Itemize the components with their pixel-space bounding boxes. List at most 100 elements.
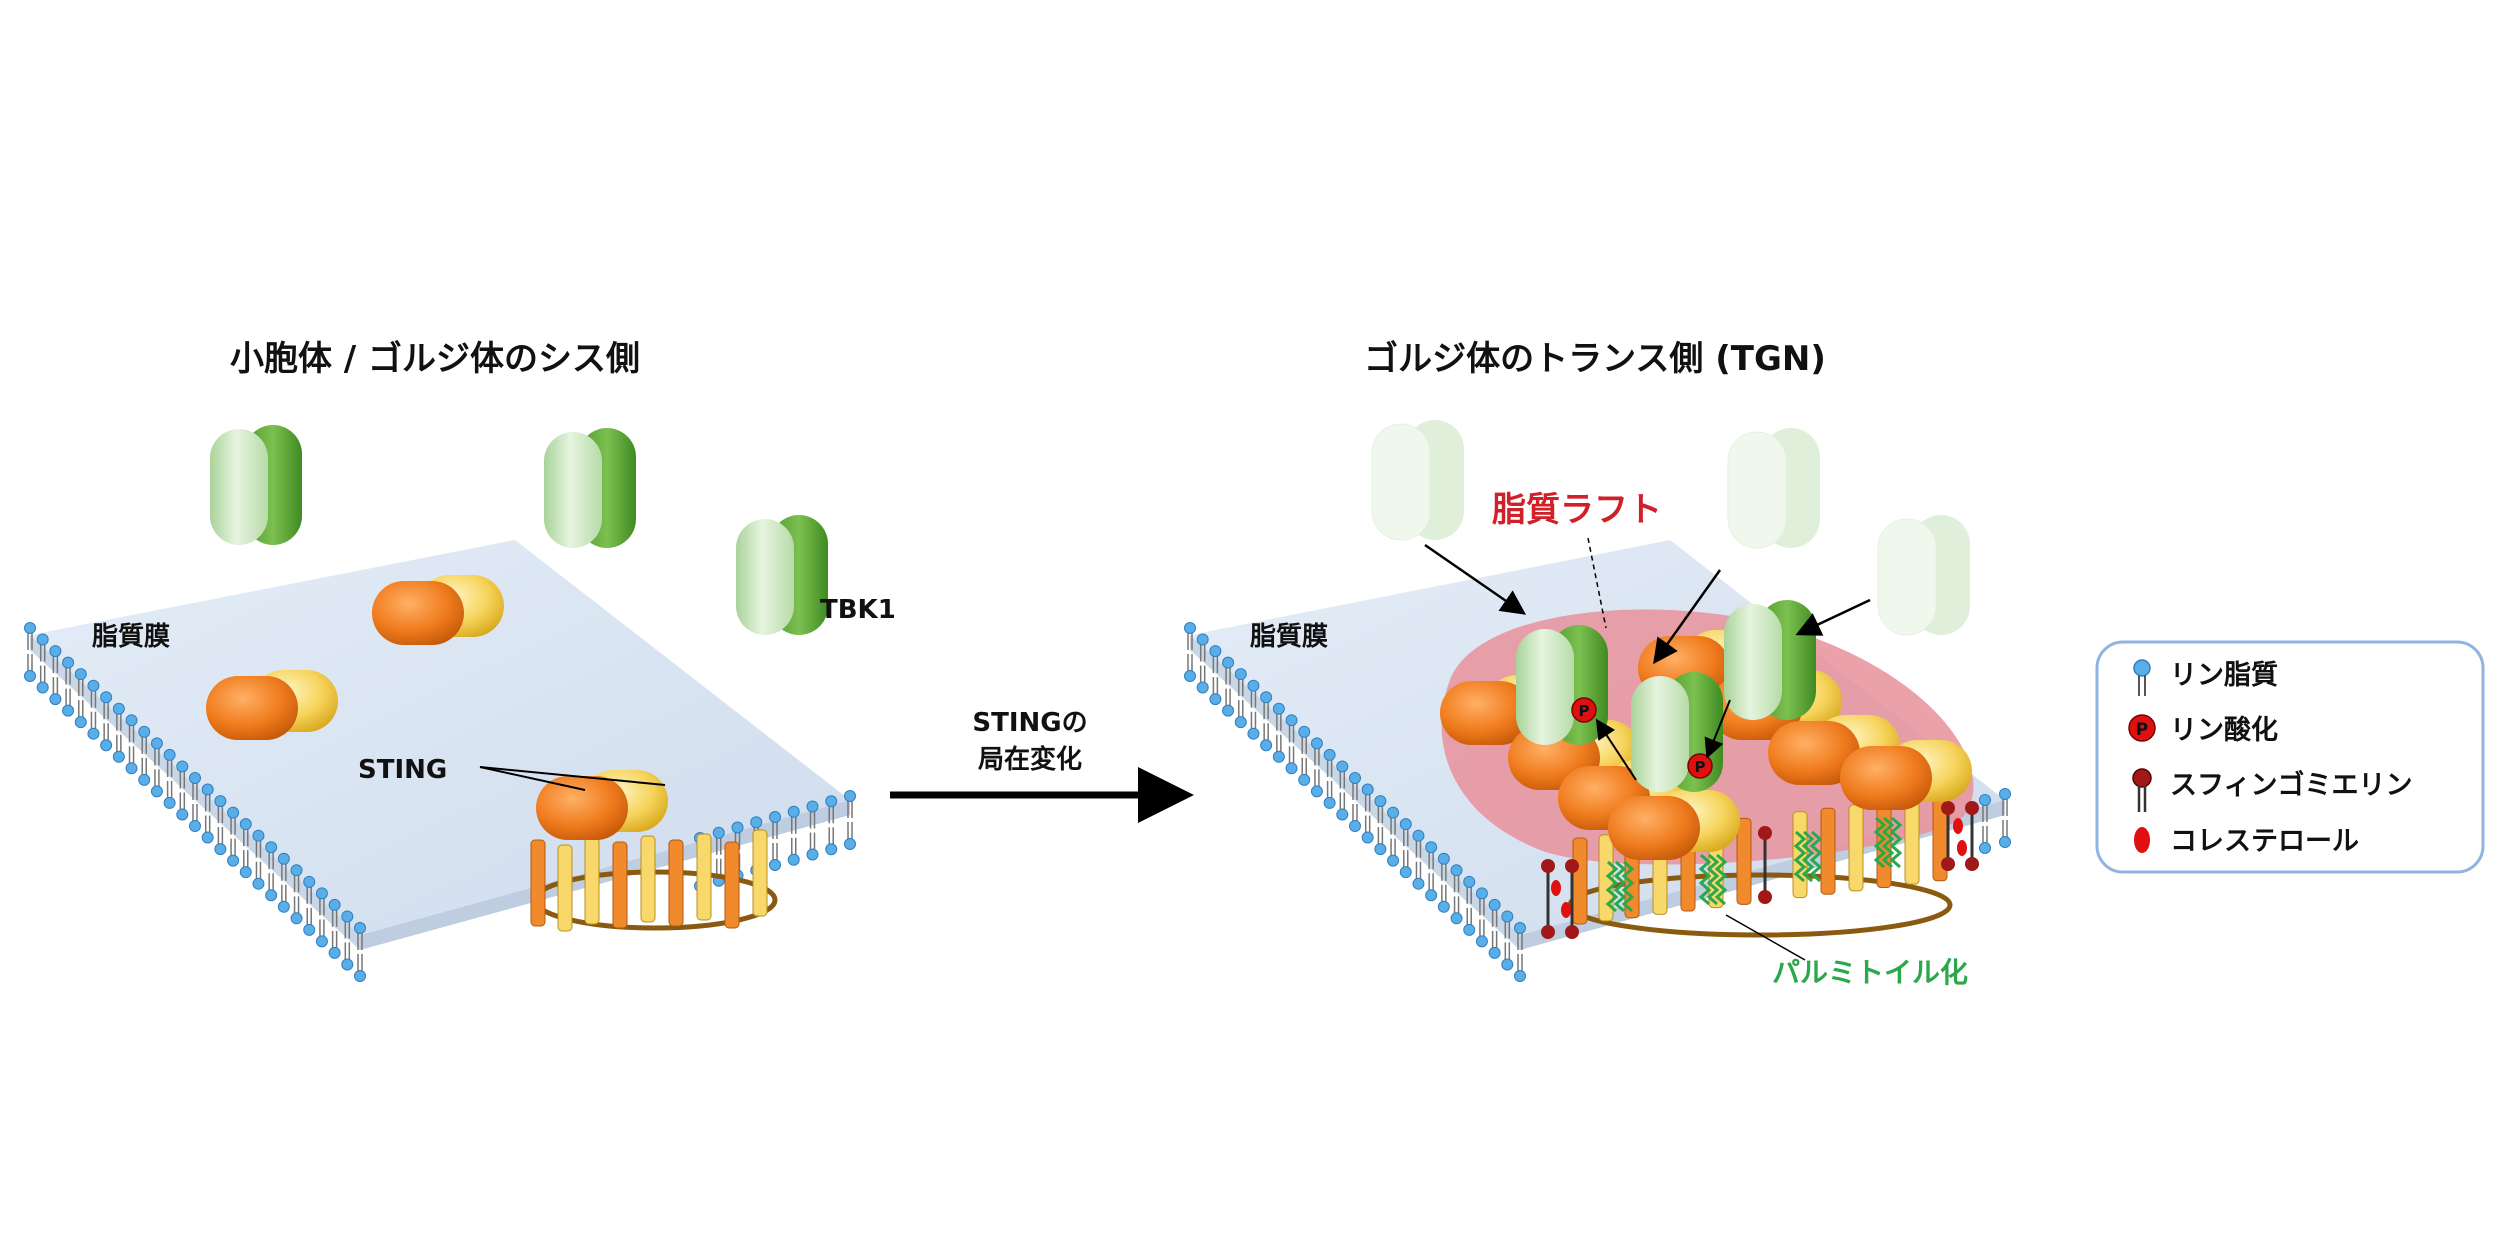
legend-box [2095, 640, 2485, 874]
left-panel: 小胞体 / ゴルジ体のシス側 脂質膜 STING [23, 339, 896, 983]
right-membrane-label: 脂質膜 [1250, 622, 1328, 652]
phospholipid [23, 653, 37, 683]
right-panel: ゴルジ体のトランス側 (TGN) 脂質膜 [1183, 339, 2012, 989]
phospholipid [806, 831, 819, 861]
tbk1-incoming [1727, 427, 1821, 549]
tbk1-bound [1724, 600, 1816, 720]
phospholipid [49, 676, 62, 706]
phospholipid [277, 884, 291, 914]
phospholipid [1998, 819, 2012, 849]
sphingomyelin-cluster [1758, 826, 1772, 904]
sphingomyelin-cluster [1941, 801, 1979, 871]
phospholipid [353, 953, 367, 983]
phospholipid [1323, 780, 1336, 810]
transition-line2: 局在変化 [978, 744, 1082, 775]
legend-label: スフィンゴミエリン [2170, 769, 2412, 801]
phosphorylation-mark: P [1571, 697, 1597, 723]
phospholipid [1462, 907, 1476, 937]
palmitoyl-chain [1605, 860, 1619, 913]
palmitoyl-chain [1889, 816, 1903, 869]
phospho-symbol: P [2136, 720, 2148, 740]
phospholipid [1259, 722, 1273, 752]
tm-helix [1820, 807, 1836, 895]
left-membrane-label: 脂質膜 [92, 622, 170, 652]
cholesterol-icon [2134, 827, 2150, 853]
phospholipid [1209, 676, 1222, 706]
phospholipid [1336, 791, 1349, 821]
palmitoyl-chain [1873, 816, 1887, 869]
phosphorylation-icon: P [2128, 714, 2156, 742]
phospholipid [1272, 734, 1286, 764]
phospholipid [125, 745, 138, 775]
legend-label: リン酸化 [2170, 715, 2278, 746]
legend-label: コレステロール [2170, 826, 2359, 857]
sphingomyelin-icon [2132, 768, 2152, 812]
transition-line1: STINGの [972, 708, 1087, 738]
phospho-symbol: P [1579, 702, 1590, 720]
tm-helix [1736, 817, 1752, 905]
phospholipid [74, 699, 88, 729]
palmitoyl-chains [1605, 816, 1903, 913]
phospholipid [1437, 884, 1451, 914]
tm-helix [1572, 837, 1588, 925]
phospholipid [1361, 814, 1374, 844]
sting-label: STING [358, 755, 447, 785]
phospholipid [1221, 687, 1235, 717]
phospholipid [341, 941, 354, 971]
sting-transmembrane [530, 770, 778, 932]
lipid-raft-label: 脂質ラフト [1492, 490, 1662, 530]
phospholipid [1234, 699, 1248, 729]
phospholipid [1183, 653, 1197, 683]
phospholipid [1450, 895, 1463, 925]
phospholipid [36, 664, 49, 694]
palmitoyl-chain [1793, 830, 1807, 883]
phospholipid [1513, 953, 1527, 983]
palmitoyl-chain [1621, 860, 1635, 913]
phospholipid [1501, 941, 1514, 971]
sting-dimer [206, 670, 338, 740]
palmitoyl-chain [1613, 860, 1627, 913]
palmitoyl-chain [1706, 853, 1720, 906]
tbk1-dimer [544, 428, 636, 548]
phospholipid [163, 780, 176, 810]
phospholipid [1348, 803, 1362, 833]
phospholipid [290, 895, 303, 925]
phospholipid [252, 860, 265, 890]
phospholipid [264, 872, 278, 902]
phospholipid [87, 710, 100, 740]
palmitoyl-chain [1698, 853, 1712, 906]
phospholipid [188, 803, 202, 833]
transition-arrow: STINGの 局在変化 [890, 708, 1194, 823]
palmitoyl-chain [1714, 853, 1728, 906]
left-title: 小胞体 / ゴルジ体のシス側 [230, 339, 640, 379]
tbk1-incoming [1371, 419, 1465, 541]
phospholipid [1247, 710, 1260, 740]
legend-label: リン脂質 [2170, 660, 2278, 691]
phospholipid [315, 918, 329, 948]
phospholipid [825, 826, 838, 856]
phospholipid [768, 842, 782, 872]
phospholipid [328, 930, 341, 960]
phospholipid [1399, 849, 1413, 879]
phospholipid [843, 821, 857, 851]
phospholipid [137, 757, 151, 787]
palmitoyl-chain [1801, 830, 1815, 883]
phospholipid [1374, 826, 1387, 856]
phospholipid [1412, 860, 1425, 890]
phospholipid [1475, 918, 1489, 948]
tbk1-dimer [210, 425, 302, 545]
phospholipid [787, 837, 800, 866]
phospholipid [214, 826, 227, 856]
palmitoyl-chain [1809, 830, 1823, 883]
phospholipid [1424, 872, 1438, 902]
phospho-symbol: P [1695, 758, 1706, 776]
sphingomyelin-cluster [1541, 859, 1579, 939]
tm-helix [1904, 797, 1920, 885]
palmitoyl-chain [1881, 816, 1895, 869]
left-membrane-front [30, 635, 360, 950]
tbk1-incoming [1877, 514, 1971, 636]
legend: リン脂質 P リン酸化 スフィンゴミエリン コレステロール [2095, 640, 2485, 874]
tbk1-bound [1516, 625, 1608, 745]
phospholipid [1297, 757, 1311, 787]
right-title: ゴルジ体のトランス側 (TGN) [1364, 339, 1826, 379]
